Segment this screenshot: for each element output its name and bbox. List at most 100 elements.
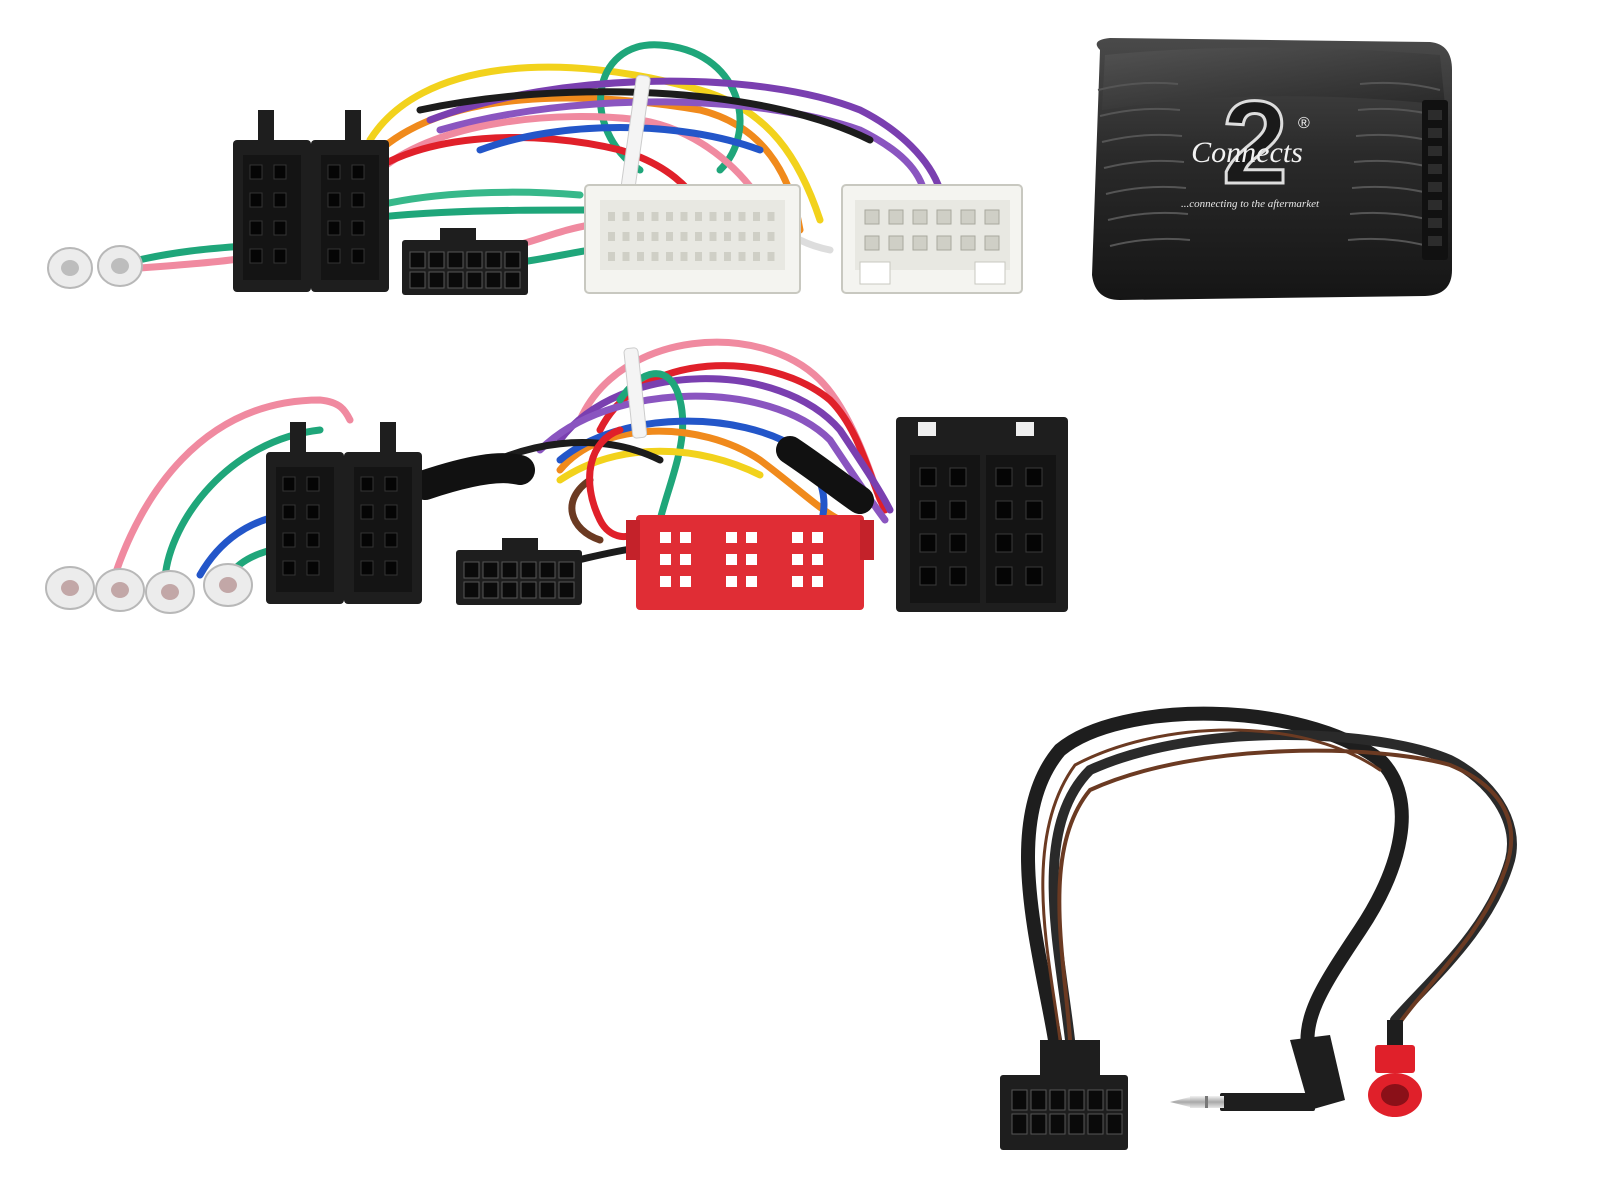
vehicle-connector-white-left <box>584 184 801 294</box>
wire-red <box>356 134 704 209</box>
plug-pin <box>539 561 556 579</box>
connector-pin <box>912 209 928 225</box>
iso-connector-black-right <box>311 110 389 292</box>
connector-pin <box>306 504 320 520</box>
connector-pin <box>919 533 937 553</box>
plug-pin <box>1087 1089 1104 1111</box>
connector-pin <box>351 192 365 208</box>
plug-pin <box>1068 1113 1085 1135</box>
connector-pin <box>724 232 731 241</box>
connector-pin <box>360 560 374 576</box>
connector-pin <box>622 252 630 261</box>
port-slot <box>1428 182 1442 192</box>
wire-purple <box>556 375 894 514</box>
box-rib <box>1097 81 1179 91</box>
plug-pin <box>504 251 521 269</box>
connector-pin <box>660 554 671 565</box>
connector-pin <box>767 232 775 241</box>
connector-pin <box>960 209 976 225</box>
connector-pin <box>660 576 671 587</box>
wire-blue <box>476 124 764 154</box>
plug-pin <box>1030 1113 1047 1135</box>
connector-pin <box>651 212 659 221</box>
plug-pin <box>1011 1089 1028 1111</box>
connector-pin <box>360 532 374 548</box>
red-bullet-connector <box>1368 1020 1422 1117</box>
box-rib <box>1109 237 1191 247</box>
connector-pin <box>912 235 928 251</box>
connector-pin <box>384 504 398 520</box>
plug-pin <box>482 581 499 599</box>
connector-pin <box>984 235 1000 251</box>
connector-pin <box>726 554 737 565</box>
plug-pin <box>1049 1113 1066 1135</box>
plug-pin <box>1106 1113 1123 1135</box>
connector-pin <box>637 212 644 221</box>
iso-connector-black-left <box>233 110 311 292</box>
connector-pin <box>680 576 691 587</box>
plug-pin <box>558 581 575 599</box>
connector-pin <box>666 232 673 241</box>
connector-pin <box>360 476 374 492</box>
connector-pin <box>936 235 952 251</box>
cable-brown-2 <box>1041 728 1382 1042</box>
plug-pin <box>1106 1089 1123 1111</box>
connector-pin <box>724 212 731 221</box>
plug-pin <box>409 251 426 269</box>
connector-pin <box>753 232 760 241</box>
connector-pin <box>327 220 341 236</box>
connector-pin <box>919 566 937 586</box>
plug-pin <box>485 251 502 269</box>
logo-tagline: ...connecting to the aftermarket <box>1181 198 1320 210</box>
connector-pin <box>273 248 287 264</box>
connector-pin <box>666 212 673 221</box>
plug-pin <box>463 581 480 599</box>
connector-pin <box>888 235 904 251</box>
port-slot <box>1428 164 1442 174</box>
connector-pin <box>709 232 717 241</box>
box-rib <box>1105 185 1187 195</box>
connector-pin <box>249 192 263 208</box>
cable-black-outer <box>1048 730 1517 1045</box>
connector-pin <box>949 533 967 553</box>
iso-connector-black-left <box>266 422 344 604</box>
connector-pin <box>767 212 775 221</box>
jack-plug-3-5mm <box>1170 1035 1345 1111</box>
connector-pin <box>327 192 341 208</box>
connector-pin <box>1025 500 1043 520</box>
connector-pin <box>753 212 760 221</box>
connector-pin <box>608 232 615 241</box>
connector-pin <box>660 532 671 543</box>
connector-pin <box>637 232 644 241</box>
plug-pin <box>463 561 480 579</box>
connector-pin <box>1025 467 1043 487</box>
connector-pin <box>282 504 296 520</box>
connector-pin <box>351 248 365 264</box>
iso-connector-black-large <box>896 417 1068 612</box>
connector-pin <box>995 467 1013 487</box>
connector-pin <box>949 467 967 487</box>
connector-pin <box>864 209 880 225</box>
box-rib <box>1347 237 1429 247</box>
plug-pin <box>1087 1113 1104 1135</box>
connector-pin <box>680 252 688 261</box>
connector-pin <box>249 248 263 264</box>
box-rib <box>1359 81 1441 91</box>
connector-pin <box>949 566 967 586</box>
connector-pin <box>273 192 287 208</box>
connector-pin <box>680 212 688 221</box>
ring-terminal-hole <box>111 582 129 598</box>
connector-pin <box>249 220 263 236</box>
harness-sleeve <box>410 453 535 500</box>
connector-pin <box>384 476 398 492</box>
logo-registered-mark: ® <box>1298 115 1310 132</box>
connector-pin <box>695 212 702 221</box>
port-slot <box>1428 110 1442 120</box>
connector-pin <box>753 252 760 261</box>
plug-pin <box>1030 1089 1047 1111</box>
connector-pin <box>384 532 398 548</box>
cable-brown <box>1057 748 1514 1042</box>
multipin-plug-black <box>456 538 582 605</box>
connector-pin <box>327 164 341 180</box>
connector-pin <box>792 532 803 543</box>
